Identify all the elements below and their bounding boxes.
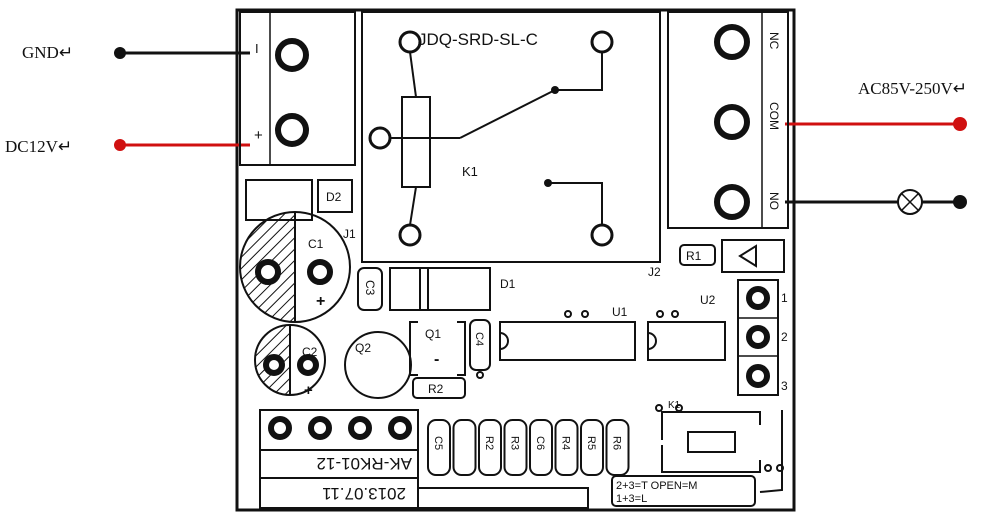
com-label: COM xyxy=(767,102,781,130)
u1-chip xyxy=(499,310,636,361)
q1-label: Q1 xyxy=(425,327,441,341)
bottom-connector xyxy=(259,409,589,509)
r2-box xyxy=(412,377,466,399)
pin-header xyxy=(737,279,779,396)
pin-2-label: 2 xyxy=(781,330,788,344)
d1-diode xyxy=(389,267,491,311)
board-date: 2013.07.11 xyxy=(322,484,406,503)
d2-label: D2 xyxy=(326,190,342,204)
ac-wire-end xyxy=(953,117,967,131)
row-component-box xyxy=(427,419,451,476)
relay xyxy=(361,11,661,263)
c3-label: C3 xyxy=(363,280,377,296)
relay-model: JDQ-SRD-SL-C xyxy=(418,30,538,49)
output-terminal xyxy=(667,11,789,229)
terminal-plus-label: + xyxy=(254,127,263,144)
q1-outline xyxy=(409,321,418,376)
c4-box xyxy=(469,319,491,371)
c1-label: C1 xyxy=(308,237,324,251)
switch-legend-box xyxy=(611,475,756,507)
board-model: AK-RK01-12 xyxy=(317,454,412,473)
gnd-wire-end xyxy=(114,47,126,59)
j2-label: J2 xyxy=(648,265,661,279)
terminal-minus-label: I xyxy=(255,41,259,56)
q1-mark: - xyxy=(434,351,439,368)
dc12v-wire-end xyxy=(114,139,126,151)
c1-plus: + xyxy=(316,293,325,310)
row-component-label: C6 xyxy=(534,436,546,450)
power-terminal xyxy=(239,11,356,166)
component-row: C5 R2 R3 C6 R4 R5 R6 xyxy=(427,419,630,476)
arrow-indicator-icon xyxy=(721,239,785,273)
k1-switch xyxy=(655,404,784,493)
d2-box xyxy=(317,179,353,213)
row-component-box xyxy=(580,419,604,476)
row-component-label: R4 xyxy=(560,436,572,450)
relay-ref: K1 xyxy=(462,164,478,179)
c2-capacitor xyxy=(254,324,326,396)
r1-label: R1 xyxy=(686,249,702,263)
c4-label: C4 xyxy=(473,332,485,346)
nc-label: NC xyxy=(767,32,781,50)
row-component-box xyxy=(478,419,502,476)
board-outline xyxy=(235,8,796,512)
switch-legend-line1: 2+3=T OPEN=M xyxy=(616,480,697,492)
load-wire-end xyxy=(953,195,967,209)
d1-label: D1 xyxy=(500,277,516,291)
switch-ref: K1 xyxy=(668,400,681,411)
pin-3-label: 3 xyxy=(781,379,788,393)
row-component-label: C5 xyxy=(432,436,444,450)
row-component-label: R3 xyxy=(509,436,521,450)
switch-legend-line2: 1+3=L xyxy=(616,493,647,505)
u1-label: U1 xyxy=(612,305,628,319)
row-component-label: R6 xyxy=(611,436,623,450)
lamp-icon xyxy=(897,189,923,215)
ac-label: AC85V-250V↵ xyxy=(858,79,967,98)
c1-capacitor xyxy=(239,211,351,323)
u2-chip xyxy=(647,310,726,361)
pin-1-label: 1 xyxy=(781,291,788,305)
u2-label: U2 xyxy=(700,293,716,307)
row-component-box xyxy=(503,419,528,476)
r1-box xyxy=(679,244,716,266)
row-component-box xyxy=(529,419,553,476)
c2-plus: + xyxy=(304,382,313,399)
row-component-label: R2 xyxy=(483,436,495,450)
dc12v-label: DC12V↵ xyxy=(5,137,72,156)
c2-label: C2 xyxy=(302,345,318,359)
r2-label: R2 xyxy=(428,382,444,396)
q2-label: Q2 xyxy=(355,341,371,355)
gnd-label: GND↵ xyxy=(22,43,73,62)
j1-label: J1 xyxy=(343,227,356,241)
row-component-label: R5 xyxy=(585,436,597,450)
row-component-box xyxy=(554,419,579,476)
row-component-box xyxy=(452,419,477,476)
c3-box xyxy=(357,267,383,311)
no-label: NO xyxy=(767,192,781,210)
